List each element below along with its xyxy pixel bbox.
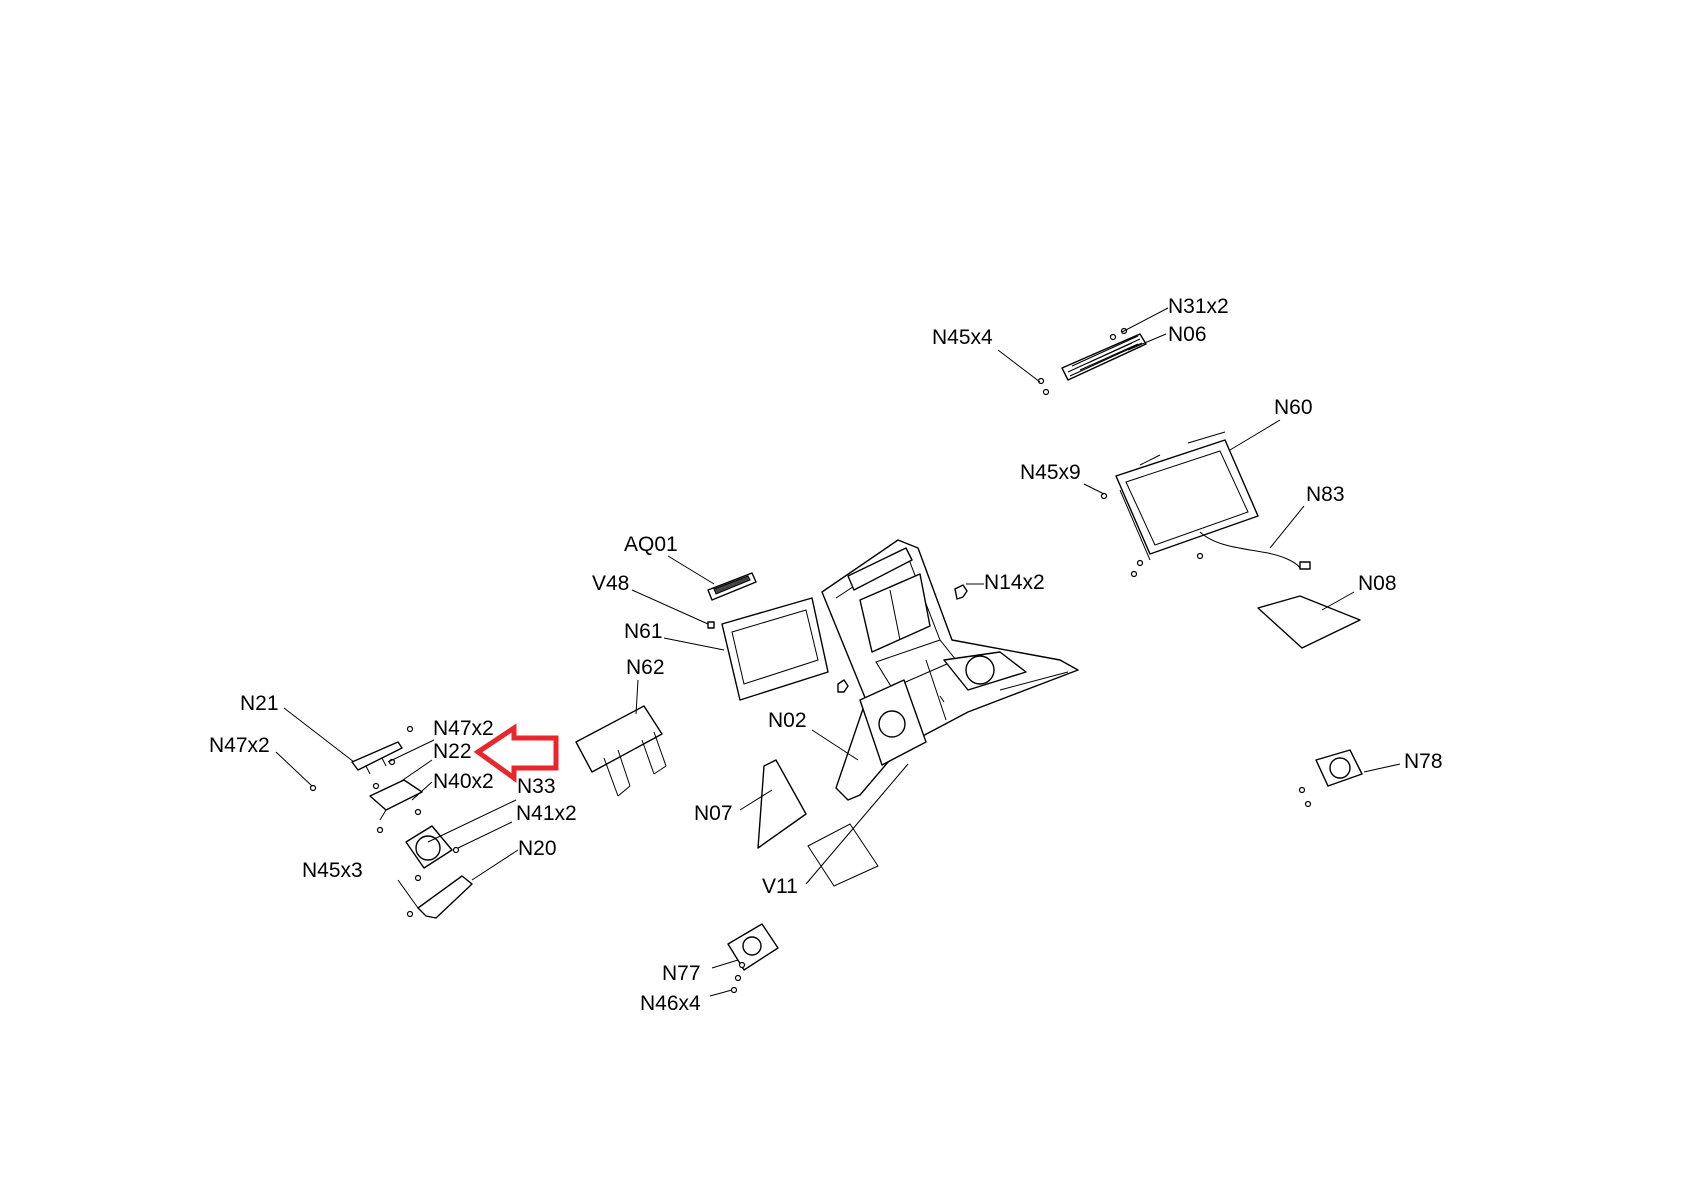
part-n60-display (1100, 431, 1311, 578)
part-n33-fan (376, 808, 460, 869)
label-n40x2: N40x2 (433, 770, 494, 793)
label-n45x3: N45x3 (302, 859, 363, 882)
label-n45x4: N45x4 (932, 326, 993, 349)
part-n20-fan-mount (406, 874, 473, 919)
label-aq01: AQ01 (624, 533, 678, 556)
highlight-arrow (473, 723, 559, 783)
label-n08: N08 (1358, 572, 1397, 595)
label-v48: V48 (592, 572, 629, 595)
label-n41x2: N41x2 (516, 802, 577, 825)
label-n14x2: N14x2 (984, 571, 1045, 594)
part-n78-bracket (1298, 749, 1363, 808)
part-n21-fan-cover (309, 725, 414, 792)
label-n02: N02 (768, 709, 807, 732)
part-v48 (707, 621, 715, 629)
label-n47x2-upper: N47x2 (433, 717, 494, 740)
part-n62-keypad (575, 705, 667, 797)
label-n07: N07 (694, 802, 733, 825)
label-n62: N62 (626, 656, 665, 679)
part-aq01-badge (707, 572, 757, 601)
callout-labels: N31x2 N45x4 N06 N60 N45x9 N83 AQ01 V48 N… (209, 295, 1443, 1015)
label-n21: N21 (240, 692, 279, 715)
label-n33: N33 (517, 775, 556, 798)
part-n22-fan-bracket (369, 758, 423, 821)
label-v11: V11 (762, 875, 798, 898)
part-n14-clip (837, 584, 968, 693)
part-n77-bracket (727, 923, 779, 994)
leader-lines (275, 307, 1401, 997)
part-v11-sheet (807, 823, 879, 887)
part-n06-grille (1037, 327, 1147, 396)
part-n61-overlay (721, 597, 829, 701)
part-n07-wedge (757, 759, 807, 849)
label-n46x4: N46x4 (640, 992, 701, 1015)
label-n45x9: N45x9 (1020, 461, 1081, 484)
label-n06: N06 (1168, 323, 1207, 346)
label-n78: N78 (1404, 750, 1443, 773)
label-n47x2-left: N47x2 (209, 734, 270, 757)
label-n22: N22 (433, 740, 472, 763)
label-n61: N61 (624, 620, 663, 643)
label-n77: N77 (662, 962, 701, 985)
label-n60: N60 (1274, 396, 1313, 419)
part-n08-panel (1257, 595, 1361, 649)
label-n31x2: N31x2 (1168, 295, 1229, 318)
label-n83: N83 (1306, 483, 1345, 506)
part-n02-console (821, 539, 1079, 801)
label-n20: N20 (518, 837, 557, 860)
